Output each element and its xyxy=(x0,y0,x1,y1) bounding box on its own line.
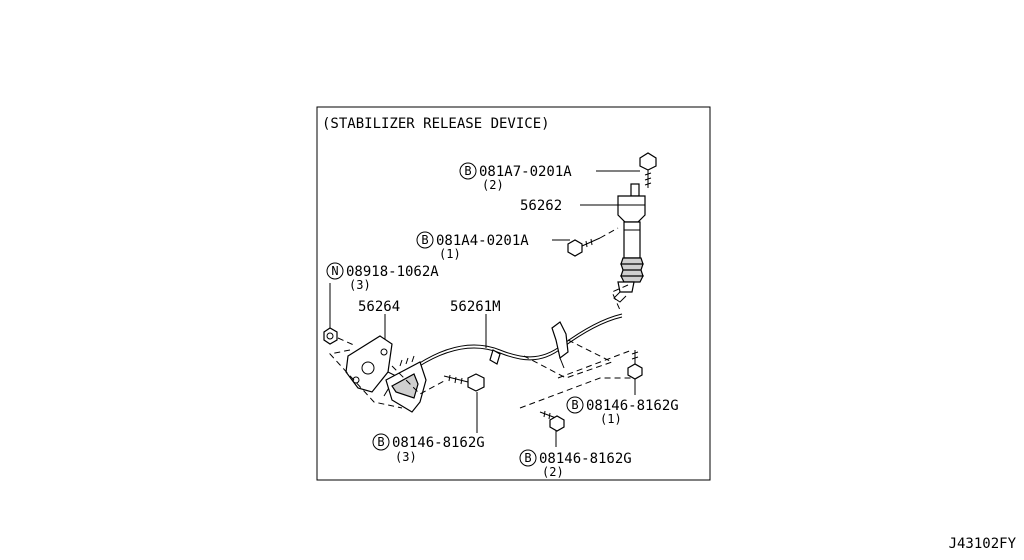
callout-part-number: 56261M xyxy=(450,299,501,315)
alignment-dashed-line xyxy=(611,284,629,311)
b-mark-icon xyxy=(566,396,584,414)
diagram-frame xyxy=(316,106,711,481)
alignment-dashed-line xyxy=(329,349,403,409)
b-mark-icon xyxy=(519,449,537,467)
b-mark-icon xyxy=(372,433,390,451)
cable-icon xyxy=(417,313,623,369)
nut-icon xyxy=(323,327,338,345)
alignment-dashed-line xyxy=(337,337,357,347)
callout-quantity: (3) xyxy=(395,450,417,464)
callout-quantity: (1) xyxy=(600,412,622,426)
callout-quantity: (2) xyxy=(542,465,564,479)
callout-quantity: (1) xyxy=(439,247,461,261)
callout-part-number: 081A7-0201A xyxy=(479,164,572,180)
callout-mark: B xyxy=(571,398,578,412)
callout-bolt-right[interactable]: B 08146-8162G (1) xyxy=(566,396,679,426)
alignment-dashed-line xyxy=(523,339,614,379)
callout-actuator[interactable]: 56262 xyxy=(520,198,562,214)
callout-part-number: 56262 xyxy=(520,198,562,214)
b-mark-icon xyxy=(416,231,434,249)
n-mark-icon xyxy=(326,262,344,280)
callout-bolt-mid[interactable]: B 081A4-0201A (1) xyxy=(416,231,529,261)
bolt-right-icon xyxy=(627,350,643,380)
alignment-dashed-line xyxy=(391,365,447,395)
b-mark-icon xyxy=(459,162,477,180)
callout-quantity: (2) xyxy=(482,178,504,192)
callout-part-number: 081A4-0201A xyxy=(436,233,529,249)
callout-part-number: 08146-8162G xyxy=(392,435,485,451)
callout-mark: N xyxy=(331,264,338,278)
callout-cable[interactable]: 56261M xyxy=(450,299,501,315)
callout-part-number: 08146-8162G xyxy=(539,451,632,467)
bolt-mid-icon xyxy=(567,237,601,257)
actuator-icon xyxy=(613,183,646,303)
alignment-dashed-line xyxy=(599,227,619,239)
bolt-left-bottom-icon xyxy=(443,373,485,392)
callout-part-number: 56264 xyxy=(358,299,400,315)
bolt-top-icon xyxy=(639,152,657,188)
callout-bolt-left-bottom[interactable]: B 08146-8162G (3) xyxy=(372,433,485,464)
callout-bolt-top[interactable]: B 081A7-0201A (2) xyxy=(459,162,572,192)
control-unit-icon xyxy=(385,355,427,413)
figure-code: J43102FY xyxy=(949,536,1017,552)
bracket-icon xyxy=(345,335,397,397)
callout-part-number: 08918-1062A xyxy=(346,264,439,280)
callout-bolt-center-bottom[interactable]: B 08146-8162G (2) xyxy=(519,449,632,479)
callout-mark: B xyxy=(524,451,531,465)
callout-mark: B xyxy=(377,435,384,449)
callout-bracket[interactable]: 56264 xyxy=(358,299,400,315)
callout-nut[interactable]: N 08918-1062A (3) xyxy=(326,262,439,292)
callout-mark: B xyxy=(421,233,428,247)
alignment-dashed-line xyxy=(557,349,633,379)
alignment-dashed-line xyxy=(519,377,632,409)
callout-mark: B xyxy=(464,164,471,178)
bolt-center-bottom-icon xyxy=(539,410,565,432)
callout-quantity: (3) xyxy=(349,278,371,292)
callout-part-number: 08146-8162G xyxy=(586,398,679,414)
diagram-title: (STABILIZER RELEASE DEVICE) xyxy=(322,116,550,132)
